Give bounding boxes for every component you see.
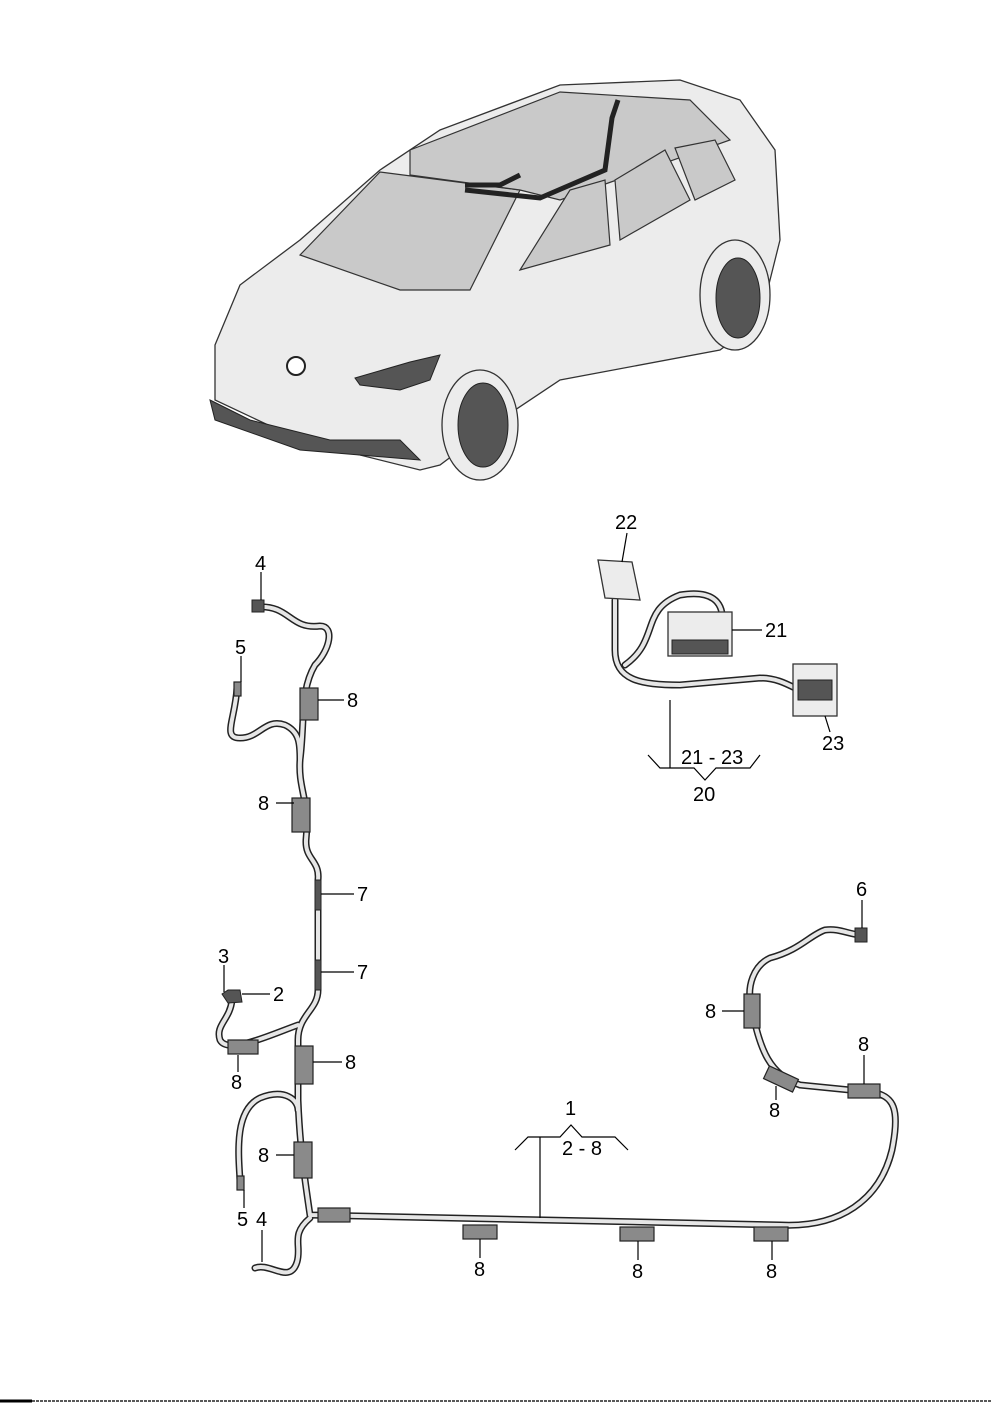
callout-8: 8: [474, 1259, 485, 1281]
callout-3: 3: [218, 946, 229, 968]
callout-1: 1: [565, 1098, 576, 1120]
connector-22: [597, 559, 641, 601]
callout-labels: 4 5 8 8 7 7 3 2 8 8 8 5 4 8 8 8 8 8 8 6 …: [218, 512, 869, 1283]
callout-21: 21: [765, 620, 787, 642]
sensor-2: [221, 989, 243, 1004]
callout-22: 22: [615, 512, 637, 534]
connector-5-top: [233, 681, 242, 697]
callout-4-top: 4: [255, 553, 266, 575]
connector-4-top: [251, 599, 265, 613]
callout-8: 8: [632, 1261, 643, 1283]
connector-5-bottom: [236, 1175, 245, 1191]
callout-8: 8: [769, 1100, 780, 1122]
callout-8: 8: [258, 1145, 269, 1167]
callout-8: 8: [766, 1261, 777, 1283]
callout-8: 8: [705, 1001, 716, 1023]
callout-8: 8: [258, 793, 269, 815]
callout-2: 2: [273, 984, 284, 1006]
insulator-7b: [314, 959, 322, 991]
callout-2-8: 2 - 8: [562, 1138, 602, 1160]
car-illustration: [209, 79, 781, 481]
callout-5-bottom: 5: [237, 1209, 248, 1231]
callout-7: 7: [357, 884, 368, 906]
callout-5-top: 5: [235, 637, 246, 659]
callout-20: 20: [693, 784, 715, 806]
callout-7: 7: [357, 962, 368, 984]
callout-8: 8: [345, 1052, 356, 1074]
callout-8: 8: [858, 1034, 869, 1056]
callout-23: 23: [822, 733, 844, 755]
leader-lines: [223, 532, 865, 1262]
insulator-7a: [314, 879, 322, 911]
callout-8: 8: [231, 1072, 242, 1094]
adapter-harness-20: [597, 559, 838, 717]
callout-6: 6: [856, 879, 867, 901]
callout-21-23: 21 - 23: [681, 747, 743, 769]
clips-8: [227, 687, 881, 1242]
connector-6: [854, 927, 868, 943]
callout-8: 8: [347, 690, 358, 712]
callout-4-bottom: 4: [256, 1209, 267, 1231]
main-wiring-harness: [215, 599, 899, 1276]
